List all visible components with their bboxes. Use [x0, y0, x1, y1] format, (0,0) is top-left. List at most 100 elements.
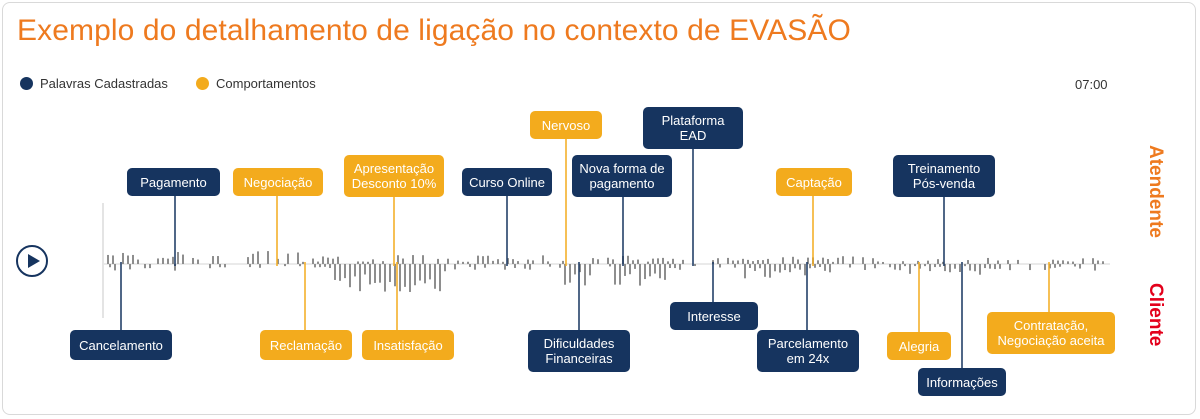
waveform-bar	[744, 264, 746, 279]
waveform-bar	[652, 258, 654, 264]
waveform-bar	[682, 259, 684, 264]
waveform-bar	[944, 264, 946, 272]
waveform-bar	[284, 264, 286, 267]
waveform-bar	[584, 264, 586, 286]
waveform-bar	[314, 264, 316, 268]
waveform-bar	[672, 258, 674, 264]
waveform-bar	[969, 264, 971, 271]
waveform-bar	[874, 264, 876, 269]
waveform-bar	[592, 258, 594, 264]
label-nova-forma-pagamento: Nova forma de pagamento	[572, 155, 672, 197]
waveform-bar	[1079, 264, 1081, 269]
waveform-bar	[409, 264, 411, 292]
waveform-bar	[1029, 264, 1031, 271]
waveform-bar	[182, 254, 184, 264]
waveform-bar	[679, 264, 681, 270]
legend-label: Comportamentos	[216, 76, 316, 91]
waveform-bar	[524, 264, 526, 269]
waveform-bar	[549, 264, 551, 267]
waveform-bar	[1092, 258, 1094, 264]
waveform-bar	[299, 264, 301, 267]
waveform-bar	[619, 264, 621, 285]
waveform-bar	[364, 264, 366, 275]
waveform-bar	[882, 261, 884, 264]
waveform-bar	[1062, 260, 1064, 264]
waveform-bar	[934, 264, 936, 268]
waveform-bar	[337, 256, 339, 264]
waveform-bar	[439, 264, 441, 292]
waveform-bar	[127, 255, 129, 264]
waveform-bar	[349, 264, 351, 288]
waveform-bar	[742, 258, 744, 264]
waveform-bar	[397, 255, 399, 264]
play-circle-icon[interactable]	[16, 245, 48, 277]
waveform-bar	[532, 260, 534, 264]
waveform-bar	[612, 259, 614, 264]
waveform-bar	[217, 256, 219, 264]
waveform-bar	[529, 264, 531, 270]
label-cancelamento: Cancelamento	[70, 330, 172, 360]
waveform-bar	[774, 264, 776, 272]
waveform-bar	[1094, 264, 1096, 271]
waveform-bar	[749, 264, 751, 268]
waveform-bar	[607, 257, 609, 264]
waveform-bar	[257, 251, 259, 264]
waveform-bar	[717, 258, 719, 264]
label-contratacao: Contratação, Negociação aceita	[987, 312, 1115, 354]
waveform-bar	[249, 264, 251, 268]
waveform-bar	[649, 264, 651, 277]
waveform-bar	[129, 264, 131, 270]
waveform-bar	[482, 256, 484, 264]
waveform-bar	[302, 261, 304, 264]
waveform-bar	[267, 251, 269, 264]
waveform-bar	[517, 261, 519, 264]
waveform-bar	[579, 264, 581, 273]
waveform-bar	[974, 264, 976, 272]
waveform-bar	[862, 257, 864, 264]
waveform-bar	[984, 264, 986, 269]
waveform-bar	[737, 260, 739, 264]
waveform-bar	[334, 264, 336, 280]
waveform-bar	[384, 264, 386, 292]
waveform-bar	[842, 256, 844, 264]
waveform-bar	[782, 257, 784, 264]
waveform-bar	[627, 255, 629, 264]
waveform-bar	[212, 256, 214, 264]
waveform-bar	[324, 264, 326, 267]
waveform-bar	[1097, 260, 1099, 264]
waveform-bar	[872, 258, 874, 264]
waveform-bar	[994, 264, 996, 270]
waveform-bar	[322, 256, 324, 264]
waveform-bar	[467, 261, 469, 264]
waveform-bar	[559, 264, 561, 268]
waveform-bar	[917, 260, 919, 264]
waveform-bar	[637, 259, 639, 264]
waveform-bar	[362, 261, 364, 264]
waveform-bar	[404, 264, 406, 287]
connector-lines	[120, 139, 1050, 368]
waveform-bar	[412, 255, 414, 264]
waveform-bar	[629, 264, 631, 275]
waveform-bar	[574, 264, 576, 275]
waveform-bar	[369, 264, 371, 285]
waveform-bar	[659, 264, 661, 279]
label-captacao: Captação	[776, 168, 852, 196]
duration-time: 07:00	[1075, 77, 1108, 92]
waveform-bar	[669, 264, 671, 269]
legend-dot-navy-icon	[20, 77, 33, 90]
waveform-bar	[484, 264, 486, 268]
waveform-bar	[382, 261, 384, 264]
waveform-bar	[792, 256, 794, 264]
waveform-bar	[422, 255, 424, 264]
legend-item-palavras: Palavras Cadastradas	[20, 76, 168, 91]
waveform-bar	[502, 261, 504, 264]
waveform-bar	[514, 264, 516, 268]
waveform-bar	[372, 259, 374, 264]
waveform-bar	[937, 259, 939, 264]
waveform-bar	[822, 257, 824, 264]
waveform-bar	[752, 261, 754, 264]
waveform-bar	[819, 264, 821, 268]
waveform-bar	[927, 260, 929, 264]
waveform-bar	[399, 264, 401, 292]
waveform-bar	[674, 264, 676, 269]
